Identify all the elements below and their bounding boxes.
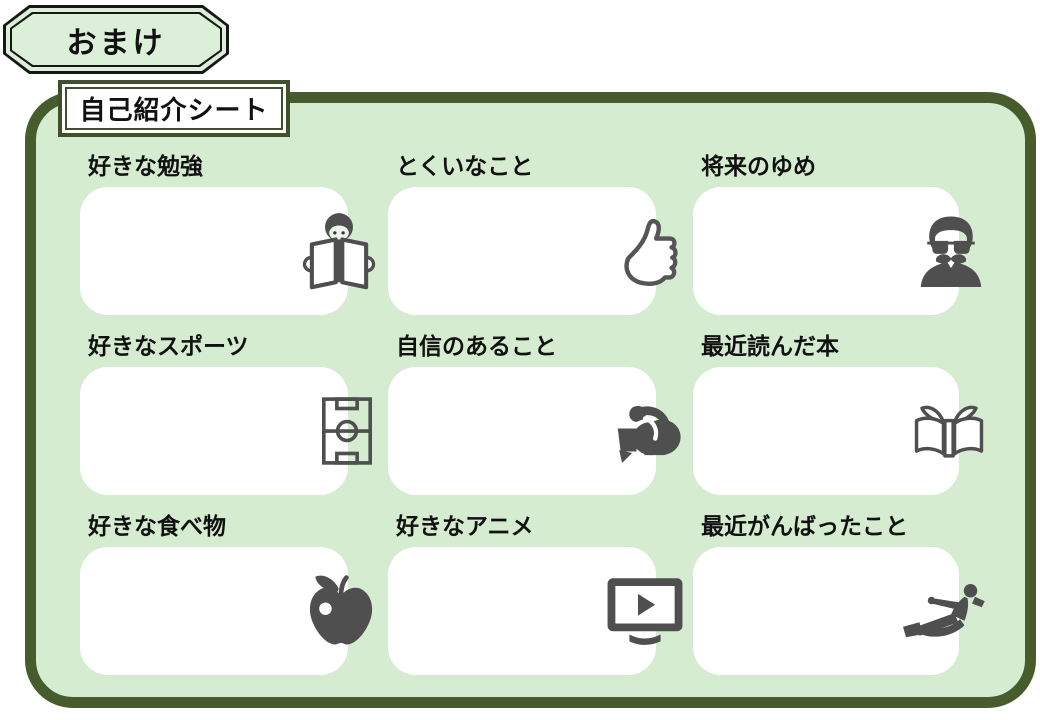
sheet-title-plate: 自己紹介シート [58,80,290,137]
cell-favorite-sport: 好きなスポーツ [80,333,373,495]
cell-label: 最近がんばったこと [701,513,908,539]
cell-label: 好きな食べ物 [88,513,226,539]
cell-label: とくいなこと [396,153,534,179]
cell-label: 将来のゆめ [701,153,816,179]
answer-box[interactable] [388,187,678,315]
open-book-icon [911,399,987,463]
answer-box[interactable] [80,547,373,675]
cell-label: 好きな勉強 [88,153,203,179]
apple-icon [306,571,376,651]
sheet-title: 自己紹介シート [65,87,283,130]
cell-favorite-study: 好きな勉強 [80,153,376,315]
answer-box[interactable] [693,187,982,315]
answer-box[interactable] [693,367,984,495]
cell-favorite-anime: 好きなアニメ [388,513,683,675]
karate-kick-icon [897,580,987,642]
answer-box[interactable] [80,187,376,315]
mustache-man-icon [915,208,987,294]
reading-person-icon [302,209,376,293]
answer-box[interactable] [388,367,681,495]
answer-box[interactable] [80,367,373,495]
cell-label: 自信のあること [396,333,557,359]
cell-good-at: とくいなこと [388,153,678,315]
cell-label: 最近読んだ本 [701,333,839,359]
cell-confident-in: 自信のあること [388,333,681,495]
cell-favorite-food: 好きな食べ物 [80,513,373,675]
cell-future-dream: 将来のゆめ [693,153,982,315]
answer-box[interactable] [693,547,985,675]
bonus-badge-label: おまけ [12,14,220,65]
answer-box[interactable] [388,547,683,675]
flexed-arm-icon [612,392,684,470]
thumbs-up-icon [618,211,684,291]
cell-recent-book: 最近読んだ本 [693,333,984,495]
cell-label: 好きなアニメ [396,513,534,539]
soccer-field-icon [318,392,376,470]
bonus-badge: おまけ [3,5,229,74]
cell-recent-effort: 最近がんばったこと [693,513,985,675]
tv-play-icon [606,575,684,647]
cell-label: 好きなスポーツ [88,333,249,359]
